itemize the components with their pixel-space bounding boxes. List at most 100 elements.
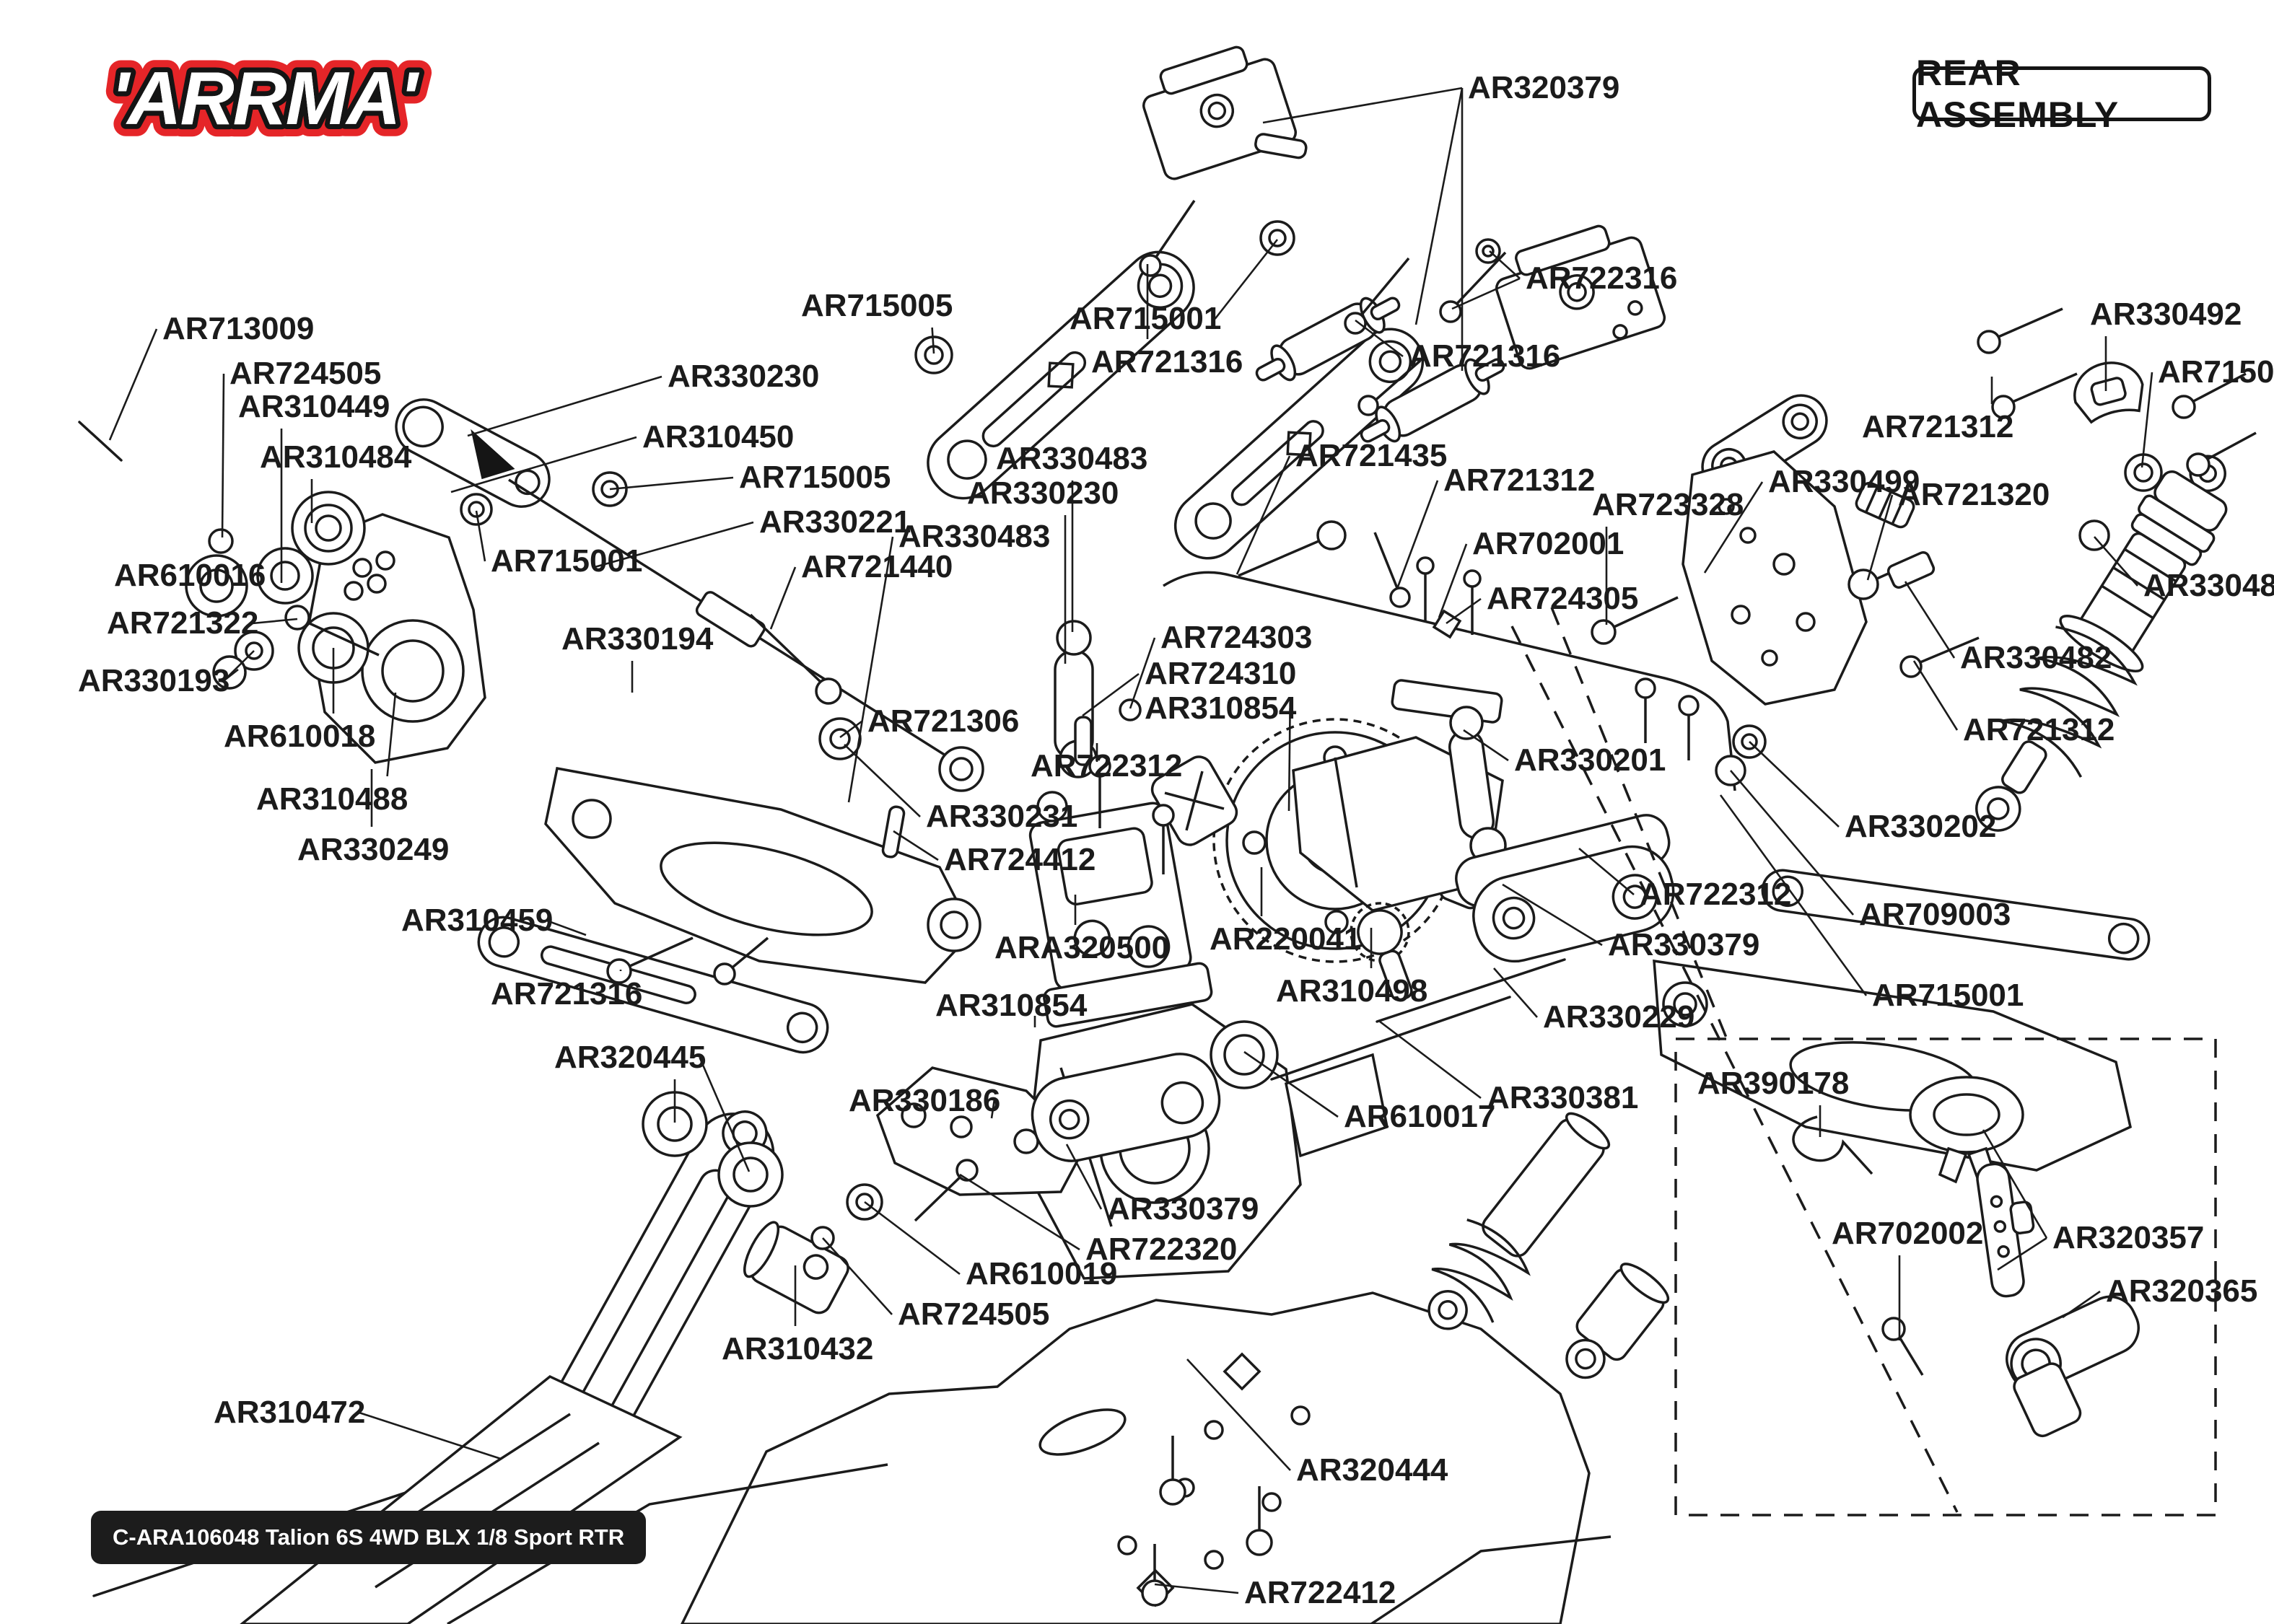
wheel-hex-hub (1565, 1263, 1670, 1379)
logo-text: 'ARRMA' (111, 57, 420, 141)
leader-line (1065, 1144, 1103, 1210)
part-label: AR330482 (1960, 640, 2112, 675)
part-label: AR722312 (1640, 877, 1791, 912)
part-label: AR330221 (759, 504, 911, 540)
logo-red-outline: 'ARRMA' (111, 57, 420, 141)
part-label: AR715001 (491, 543, 642, 579)
rocker-arm-right (1173, 328, 1425, 560)
part-label: AR320444 (1296, 1452, 1448, 1488)
turnbuckle-hex (695, 591, 766, 648)
part-label: AR320445 (554, 1040, 706, 1075)
leader-line (609, 476, 734, 491)
leader-line (594, 521, 754, 569)
part-label: AR724412 (944, 842, 1096, 877)
leader-line (108, 328, 158, 441)
leader-line (699, 1057, 751, 1172)
part-label: AR721435 (1295, 438, 1447, 473)
part-label: AR330483 (996, 441, 1147, 476)
leader-line (1355, 319, 1404, 358)
logo-black-outline: 'ARRMA' (111, 57, 420, 141)
leader-line (359, 1411, 502, 1460)
leader-line (893, 830, 939, 861)
part-label: AR721312 (1963, 712, 2115, 747)
arrma-logo: 'ARRMA' 'ARRMA' 'ARRMA' (99, 45, 434, 153)
leader-line (2094, 536, 2138, 587)
part-label: AR330379 (1107, 1191, 1259, 1226)
screw-721322 (284, 605, 380, 657)
part-label: AR610019 (966, 1256, 1117, 1291)
leader-line (475, 510, 486, 562)
leader-line (386, 692, 397, 777)
part-label: AR715001 (1872, 978, 2024, 1013)
part-label: AR310854 (935, 988, 1088, 1023)
rear-skid-plate-320444 (681, 1291, 1591, 1624)
part-label: AR724303 (1160, 620, 1312, 655)
leader-line (769, 566, 797, 630)
product-code-text: C-ARA106048 Talion 6S 4WD BLX 1/8 Sport … (113, 1524, 625, 1550)
leader-line (1379, 1020, 1482, 1100)
part-label: AR330379 (1608, 927, 1759, 962)
part-label: AR310449 (238, 389, 390, 424)
leader-line (2062, 1290, 2101, 1319)
part-label: AR709003 (1859, 897, 2011, 932)
plate-screws (1141, 1436, 1273, 1607)
part-label: AR330201 (1514, 742, 1666, 778)
leader-line (1154, 1583, 1239, 1594)
part-label: AR715001 (2158, 354, 2274, 390)
leader-line (1451, 277, 1521, 310)
inset-parts (1792, 1076, 2140, 1438)
part-label: AR721316 (1409, 338, 1560, 374)
leader-line (1749, 741, 1840, 828)
driveshaft-330381 (1376, 958, 1566, 1023)
part-label: AR320357 (2052, 1220, 2204, 1255)
leader-line (1262, 87, 1463, 124)
bearing-610016-inner (270, 561, 300, 591)
rear-hub-knuckle (307, 513, 486, 764)
bulkhead-320500 (1028, 802, 1213, 1028)
part-label: AR310450 (642, 419, 794, 455)
part-label: AR721320 (1898, 477, 2050, 512)
shock-absorber-main (1975, 455, 2228, 832)
part-label: AR724505 (898, 1296, 1049, 1332)
sheet-title-text: REAR ASSEMBLY (1916, 53, 2120, 135)
part-label: AR722316 (1526, 260, 1677, 296)
part-label: AR330193 (78, 663, 229, 698)
part-label: AR330492 (2090, 297, 2242, 332)
part-label: AR610018 (224, 719, 375, 754)
part-label: AR721312 (1862, 409, 2013, 444)
leader-line (1493, 967, 1538, 1018)
leader-line (844, 744, 921, 817)
pivot-block-330379-front (1031, 1053, 1221, 1162)
part-label: AR330483 (2143, 568, 2274, 603)
part-label: AR702002 (1832, 1216, 1983, 1251)
leader-line (1904, 581, 1956, 659)
part-label: AR330186 (849, 1083, 1000, 1118)
leader-line (1502, 883, 1603, 947)
part-label: AR310854 (1145, 690, 1297, 726)
part-label: AR310484 (260, 439, 412, 475)
camber-link-310459 (477, 916, 829, 1054)
rear-shock-lower (1427, 1112, 1611, 1330)
leader-line (1236, 455, 1291, 575)
leader-line (990, 1100, 995, 1119)
part-label: AR721312 (1443, 462, 1595, 498)
part-label: AR320365 (2106, 1273, 2257, 1309)
bushing-724505 (208, 528, 234, 554)
product-code-badge: C-ARA106048 Talion 6S 4WD BLX 1/8 Sport … (91, 1511, 647, 1564)
sheet-title: REAR ASSEMBLY (1912, 53, 2211, 135)
leader-line (959, 1173, 1080, 1251)
leader-line (2140, 372, 2153, 468)
leader-line (1186, 1359, 1291, 1471)
part-label: AR610017 (1344, 1099, 1495, 1134)
leader-line (1243, 1050, 1339, 1118)
hardware-center (713, 520, 1679, 1250)
leader-line (1578, 848, 1635, 895)
leader-line (1730, 770, 1854, 916)
part-label: AR330381 (1487, 1080, 1638, 1115)
leader-line (1214, 239, 1279, 320)
part-label: AR721316 (1091, 344, 1243, 379)
part-label: AR390178 (1697, 1066, 1849, 1101)
leader-line (222, 668, 239, 682)
bushing-320445-b-bore (733, 1156, 769, 1193)
